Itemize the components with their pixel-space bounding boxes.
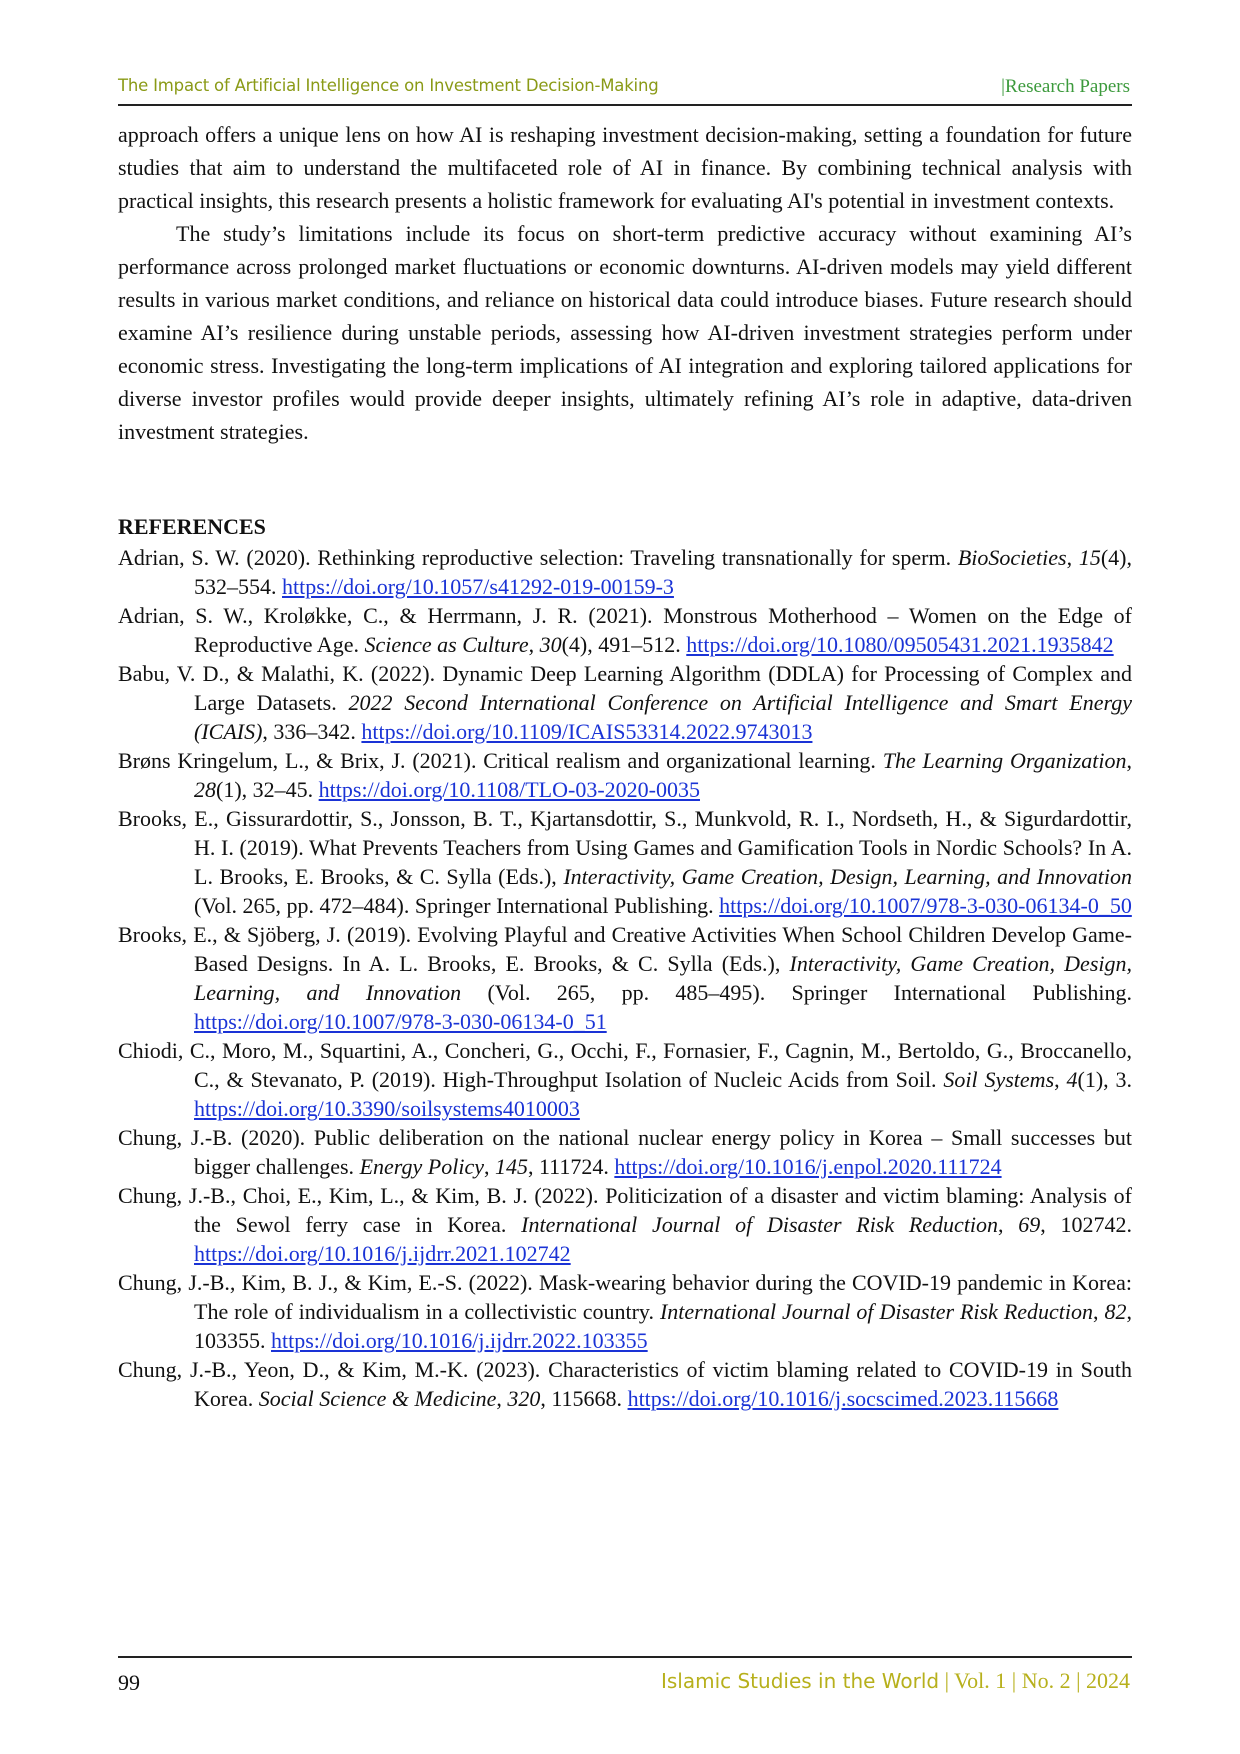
page-header: The Impact of Artificial Intelligence on… xyxy=(118,74,1132,106)
ref-text: , xyxy=(998,1212,1019,1237)
ref-source: Science as Culture xyxy=(364,632,529,657)
ref-text: Brøns Kringelum, L., & Brix, J. (2021). … xyxy=(118,748,883,773)
ref-text: (4), 532–554. xyxy=(194,545,1132,599)
doi-link[interactable]: https://doi.org/10.1016/j.socscimed.2023… xyxy=(627,1386,1059,1411)
ref-text: Chung, J.-B., Choi, E., Kim, L., & Kim, … xyxy=(118,1183,1132,1237)
footer-separator: | xyxy=(1070,1668,1086,1693)
ref-text: , 115668. xyxy=(540,1386,628,1411)
footer-separator: | xyxy=(1006,1668,1022,1693)
ref-text: Chung, J.-B. (2020). Public deliberation… xyxy=(118,1125,1132,1179)
ref-source: International Journal of Disaster Risk R… xyxy=(659,1299,1094,1324)
ref-source: International Journal of Disaster Risk R… xyxy=(521,1212,999,1237)
ref-text: Chung, J.-B., Kim, B. J., & Kim, E.-S. (… xyxy=(118,1270,1132,1324)
reference-item: Chung, J.-B. (2020). Public deliberation… xyxy=(118,1123,1132,1181)
ref-volume: 30 xyxy=(539,632,562,657)
ref-volume: 4 xyxy=(1066,1067,1078,1092)
doi-link[interactable]: https://doi.org/10.1016/j.ijdrr.2022.103… xyxy=(271,1328,648,1353)
ref-text: , xyxy=(1093,1299,1105,1324)
doi-link[interactable]: https://doi.org/10.1109/ICAIS53314.2022.… xyxy=(361,719,813,744)
reference-item: Chung, J.-B., Kim, B. J., & Kim, E.-S. (… xyxy=(118,1268,1132,1355)
running-title: The Impact of Artificial Intelligence on… xyxy=(118,76,659,95)
ref-text: , xyxy=(1066,545,1079,570)
ref-text: Adrian, S. W. (2020). Rethinking reprodu… xyxy=(118,545,958,570)
doi-link[interactable]: https://doi.org/10.1108/TLO-03-2020-0035 xyxy=(318,777,700,802)
body-text: approach offers a unique lens on how AI … xyxy=(118,118,1132,448)
doi-link[interactable]: https://doi.org/10.1080/09505431.2021.19… xyxy=(686,632,1114,657)
reference-item: Brøns Kringelum, L., & Brix, J. (2021). … xyxy=(118,746,1132,804)
ref-text: , 102742. xyxy=(1040,1212,1133,1237)
ref-text: , xyxy=(483,1154,495,1179)
ref-source: Social Science & Medicine xyxy=(258,1386,497,1411)
ref-text: Adrian, S. W., Kroløkke, C., & Herrmann,… xyxy=(118,603,1132,657)
ref-text: (4), 491–512. xyxy=(561,632,687,657)
journal-year: 2024 xyxy=(1086,1668,1130,1693)
ref-volume: 69 xyxy=(1018,1212,1041,1237)
ref-text: (1), 32–45. xyxy=(216,777,319,802)
references-heading: REFERENCES xyxy=(118,514,266,539)
ref-text: , 103355. xyxy=(194,1299,1132,1353)
section-separator: | xyxy=(1001,76,1005,97)
journal-info: Islamic Studies in the World | Vol. 1 | … xyxy=(661,1668,1130,1694)
reference-item: Babu, V. D., & Malathi, K. (2022). Dynam… xyxy=(118,659,1132,746)
section-label: |Research Papers xyxy=(1001,76,1130,98)
paragraph: The study’s limitations include its focu… xyxy=(118,221,1132,444)
doi-link[interactable]: https://doi.org/10.1007/978-3-030-06134-… xyxy=(194,1009,607,1034)
ref-text: Chiodi, C., Moro, M., Squartini, A., Con… xyxy=(118,1038,1132,1092)
ref-source: Soil Systems xyxy=(943,1067,1055,1092)
doi-link[interactable]: https://doi.org/10.1016/j.ijdrr.2021.102… xyxy=(194,1241,571,1266)
journal-volume: Vol. 1 xyxy=(954,1668,1007,1693)
section-name: Research Papers xyxy=(1004,76,1130,97)
reference-item: Chiodi, C., Moro, M., Squartini, A., Con… xyxy=(118,1036,1132,1123)
doi-link[interactable]: https://doi.org/10.1007/978-3-030-06134-… xyxy=(719,893,1132,918)
ref-volume: 82 xyxy=(1104,1299,1127,1324)
ref-source: The Learning Organization xyxy=(882,748,1127,773)
ref-volume: 145 xyxy=(494,1154,528,1179)
ref-text: (Vol. 265, pp. 472–484). Springer Intern… xyxy=(194,893,720,918)
ref-source: BioSocieties xyxy=(957,545,1067,570)
ref-volume: 15 xyxy=(1078,545,1101,570)
page-footer: 99 Islamic Studies in the World | Vol. 1… xyxy=(118,1656,1132,1698)
ref-text: , 336–342. xyxy=(262,719,362,744)
ref-text: , xyxy=(496,1386,508,1411)
reference-item: Chung, J.-B., Choi, E., Kim, L., & Kim, … xyxy=(118,1181,1132,1268)
references-list: Adrian, S. W. (2020). Rethinking reprodu… xyxy=(118,543,1132,1413)
reference-item: Adrian, S. W. (2020). Rethinking reprodu… xyxy=(118,543,1132,601)
journal-issue: No. 2 xyxy=(1021,1668,1071,1693)
ref-text: Brooks, E., Gissurardottir, S., Jonsson,… xyxy=(118,806,1132,889)
paragraph: approach offers a unique lens on how AI … xyxy=(118,122,1132,213)
reference-item: Brooks, E., Gissurardottir, S., Jonsson,… xyxy=(118,804,1132,920)
ref-text: , xyxy=(1126,748,1132,773)
ref-text: , xyxy=(1054,1067,1067,1092)
doi-link[interactable]: https://doi.org/10.3390/soilsystems40100… xyxy=(194,1096,580,1121)
reference-item: Brooks, E., & Sjöberg, J. (2019). Evolvi… xyxy=(118,920,1132,1036)
ref-volume: 320 xyxy=(507,1386,541,1411)
ref-text: , xyxy=(528,632,540,657)
ref-text: Babu, V. D., & Malathi, K. (2022). Dynam… xyxy=(118,661,1132,715)
ref-text: , 111724. xyxy=(527,1154,615,1179)
ref-text: (1), 3. xyxy=(1077,1067,1133,1092)
ref-text: Chung, J.-B., Yeon, D., & Kim, M.-K. (20… xyxy=(118,1357,1132,1411)
ref-text: Brooks, E., & Sjöberg, J. (2019). Evolvi… xyxy=(118,922,1132,976)
ref-source: 2022 Second International Conference on … xyxy=(194,690,1132,744)
doi-link[interactable]: https://doi.org/10.1016/j.enpol.2020.111… xyxy=(614,1154,1002,1179)
reference-item: Chung, J.-B., Yeon, D., & Kim, M.-K. (20… xyxy=(118,1355,1132,1413)
ref-source: Interactivity, Game Creation, Design, Le… xyxy=(563,864,1132,889)
footer-separator: | xyxy=(939,1668,955,1693)
doi-link[interactable]: https://doi.org/10.1057/s41292-019-00159… xyxy=(282,574,674,599)
reference-item: Adrian, S. W., Kroløkke, C., & Herrmann,… xyxy=(118,601,1132,659)
ref-source: Interactivity, Game Creation, Design, Le… xyxy=(194,951,1132,1005)
ref-volume: 28 xyxy=(194,777,216,802)
ref-text: (Vol. 265, pp. 485–495). Springer Intern… xyxy=(461,980,1132,1005)
journal-name: Islamic Studies in the World xyxy=(660,1669,940,1693)
ref-source: Energy Policy xyxy=(359,1154,484,1179)
page-number: 99 xyxy=(118,1670,140,1695)
